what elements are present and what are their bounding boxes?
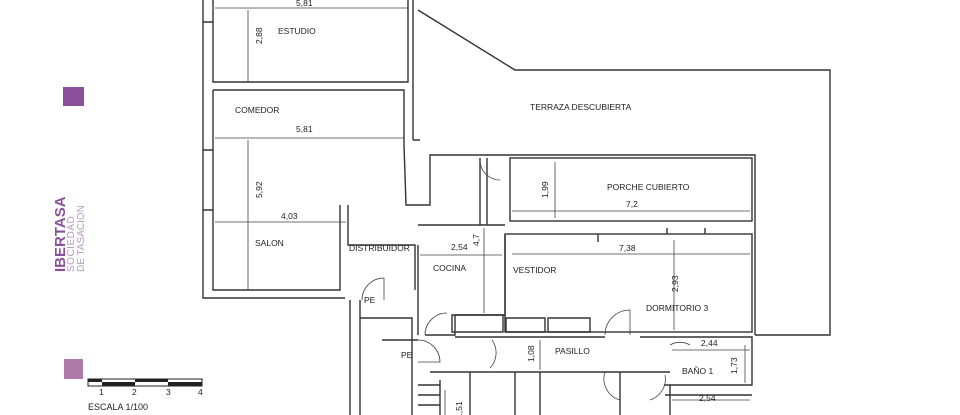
logo-square-bottom xyxy=(64,359,83,379)
scale-label: ESCALA 1/100 xyxy=(88,402,148,412)
room-label-pe: PE xyxy=(364,295,376,305)
dim-label: 5,81 xyxy=(296,0,313,8)
dim-label: 1,51 xyxy=(454,401,464,415)
room-label-estudio: ESTUDIO xyxy=(278,26,316,36)
dim-label: 5,92 xyxy=(254,181,264,198)
dim-label: 4,7 xyxy=(471,234,481,246)
dim-label: 1,99 xyxy=(540,181,550,198)
room-label-bano-1: BAÑO 1 xyxy=(682,366,713,376)
walls xyxy=(202,0,831,415)
room-label-comedor: COMEDOR xyxy=(235,105,279,115)
scale-tick: 4 xyxy=(198,387,203,397)
dim-label: 2,54 xyxy=(699,393,716,403)
dim-label: 2,88 xyxy=(254,27,264,44)
scale-bar: 1 2 3 4 ESCALA 1/100 xyxy=(87,378,203,412)
room-label-distribuidor: DISTRIBUIDOR xyxy=(349,243,410,253)
dim-label: 1,08 xyxy=(526,345,536,362)
dim-label: 2,44 xyxy=(701,338,718,348)
room-label-terraza: TERRAZA DESCUBIERTA xyxy=(530,102,632,112)
scale-tick: 2 xyxy=(132,387,137,397)
dim-label: 7,2 xyxy=(626,199,638,209)
room-label-porche: PORCHE CUBIERTO xyxy=(607,182,690,192)
room-label-salon: SALON xyxy=(255,238,284,248)
room-label-pe: PE xyxy=(401,350,413,360)
dim-label: 1,73 xyxy=(729,357,739,374)
room-label-pasillo: PASILLO xyxy=(555,346,590,356)
logo-square-top xyxy=(63,87,84,106)
company-logo: IBERTASA SOCIEDAD DE TASACION xyxy=(52,190,92,300)
dimension-lines xyxy=(215,7,750,415)
dim-label: 2,54 xyxy=(451,242,468,252)
dim-label: 7,38 xyxy=(619,243,636,253)
room-label-dormitorio-3: DORMITORIO 3 xyxy=(646,303,708,313)
scale-tick: 3 xyxy=(166,387,171,397)
room-label-vestidor: VESTIDOR xyxy=(513,265,556,275)
dim-label: 2,93 xyxy=(670,275,680,292)
dim-label: 5,81 xyxy=(296,124,313,134)
scale-tick: 1 xyxy=(99,387,104,397)
room-label-cocina: COCINA xyxy=(433,263,466,273)
logo-line-2: DE TASACION xyxy=(76,205,87,272)
dim-label: 4,03 xyxy=(281,211,298,221)
